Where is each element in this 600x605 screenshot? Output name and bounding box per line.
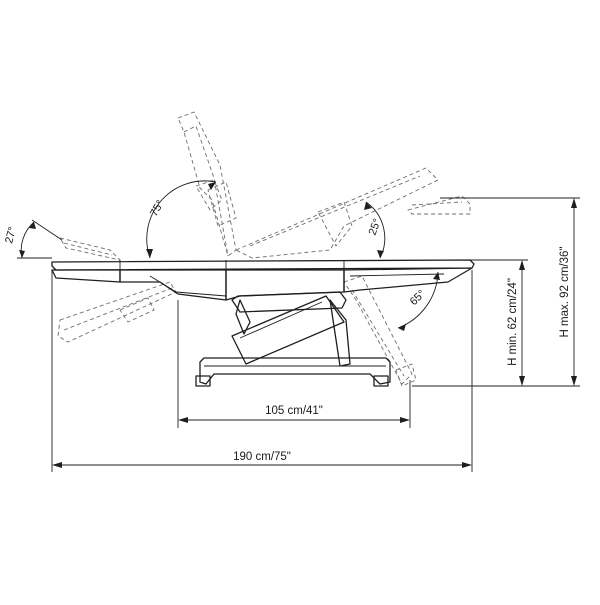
backrest-label: 75° (148, 198, 167, 218)
width-total-arrow-right (462, 462, 472, 468)
seat-label: 25° (367, 217, 384, 237)
legrest-arrow-a (433, 272, 440, 280)
backrest-raised-outline (177, 111, 237, 257)
height-min-arrow-bottom (519, 376, 525, 386)
lift-column-inner (239, 301, 323, 339)
head-tilt-arrow-b (29, 222, 36, 229)
lift-column-box (231, 295, 345, 365)
height-min-label: H min. 62 cm/24" (507, 278, 519, 366)
right-foot (373, 375, 389, 387)
legrest-lowered-foot (395, 363, 417, 387)
leg-section (343, 267, 473, 293)
leg-section-inner (349, 273, 445, 277)
legrest-lowered-outline (343, 275, 413, 385)
width-base-label: 105 cm/41" (265, 405, 323, 417)
legrest-arrow-b (398, 324, 406, 331)
legrest-label: 65° (408, 288, 428, 308)
head-tilt-label: 27° (3, 226, 19, 245)
angle-indicators: 27° 75° 25° 65° (3, 180, 440, 331)
seat-arrow-b (377, 250, 384, 258)
base-frame (199, 357, 391, 385)
height-max-arrow-bottom (571, 376, 577, 386)
head-tilt-arrow-a (19, 250, 25, 258)
back-lowered-outline (57, 281, 177, 343)
backrest-arc (146, 180, 217, 259)
height-max-arrow-top (571, 198, 577, 208)
width-base-arrow-left (178, 417, 188, 423)
height-min-arrow-top (519, 260, 525, 270)
height-max-label: H max. 92 cm/36" (559, 246, 571, 337)
back-section-wedge (149, 275, 227, 297)
base-mechanism (195, 291, 391, 387)
head-lowered-inner (63, 242, 113, 256)
back-lowered-inner (63, 287, 173, 331)
bed-flat-solid (51, 259, 475, 301)
backrest-raised-inner (183, 125, 229, 257)
width-total-arrow-left (52, 462, 62, 468)
seat-reclined-bolster (317, 201, 353, 247)
backrest-raised-notch (195, 179, 223, 211)
head-lowered-outline (59, 237, 121, 261)
backrest-arrow-a (146, 249, 153, 258)
lift-left-arm (235, 299, 251, 335)
seat-reclined-inner (249, 175, 421, 247)
left-foot (195, 375, 211, 387)
legrest-lowered-inner (351, 289, 405, 377)
footrest-raised-outline (407, 195, 471, 215)
head-tilt-ray (31, 219, 63, 241)
backrest-arrow-b (208, 182, 216, 190)
lift-upper-link (231, 291, 347, 313)
footrest-raised-inner (411, 201, 463, 206)
head-section (51, 269, 121, 283)
lift-right-arm (329, 299, 351, 367)
headrest-raised-box (207, 181, 237, 227)
seat-arrow-a (364, 202, 372, 210)
back-lowered-bolster (119, 297, 155, 323)
back-section (119, 269, 227, 301)
dimension-lines: 190 cm/75" 105 cm/41" H min. 62 cm/24" H… (51, 197, 580, 472)
alternate-positions-dashed (57, 111, 471, 387)
width-total-label: 190 cm/75" (233, 451, 291, 463)
seat-reclined-outline (235, 167, 439, 259)
width-base-arrow-right (400, 417, 410, 423)
